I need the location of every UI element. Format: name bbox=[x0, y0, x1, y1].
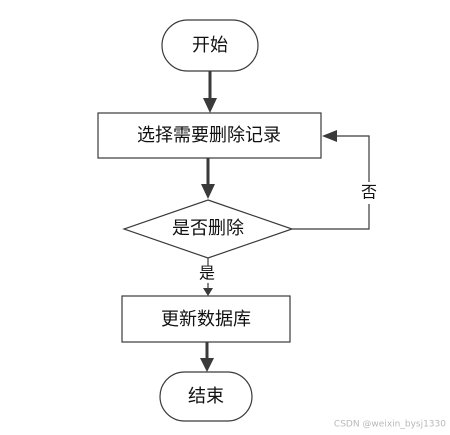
arrow-head-start-to-select bbox=[203, 98, 217, 113]
arrow-head-no-branch bbox=[322, 130, 337, 142]
no-label-bg bbox=[359, 182, 379, 204]
start-node-label: 开始 bbox=[192, 35, 228, 56]
arrow-head-yes-branch bbox=[203, 288, 213, 296]
end-node-label: 结束 bbox=[188, 386, 224, 407]
watermark-text: CSDN @weixin_bysj1330 bbox=[334, 420, 446, 430]
update-database-label: 更新数据库 bbox=[161, 309, 251, 330]
delete-decision-label: 是否删除 bbox=[172, 218, 244, 239]
yes-branch-label: 是 bbox=[199, 264, 215, 283]
select-records-label: 选择需要删除记录 bbox=[137, 125, 281, 146]
update-database-process bbox=[121, 295, 291, 343]
arrow-head-update-to-end bbox=[200, 358, 214, 372]
no-branch-label: 否 bbox=[361, 183, 377, 202]
arrow-head-select-to-decision bbox=[201, 184, 215, 199]
end-node bbox=[159, 371, 253, 422]
select-records-process bbox=[97, 112, 322, 159]
